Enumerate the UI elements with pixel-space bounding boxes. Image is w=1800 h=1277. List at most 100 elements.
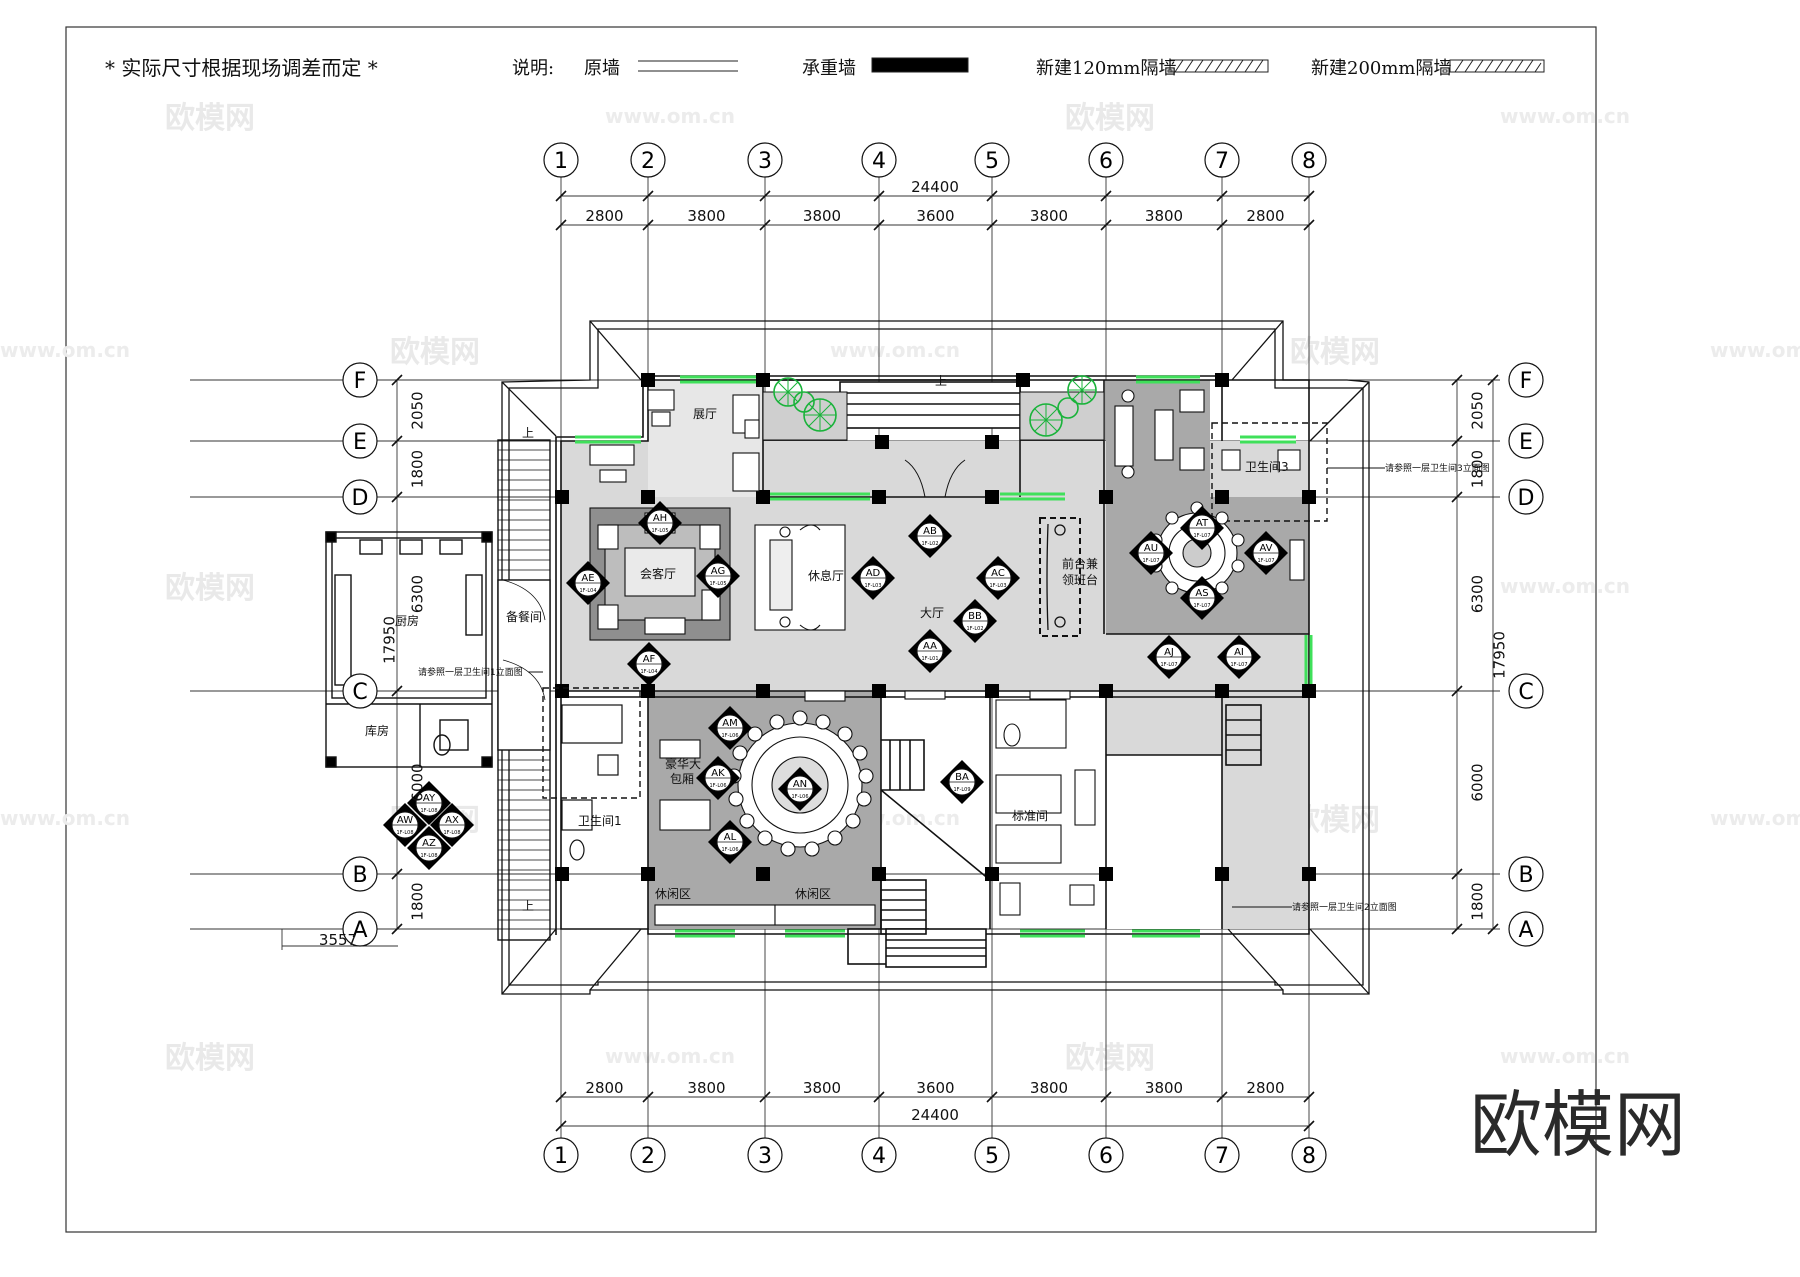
legend-swatch-original-wall	[638, 60, 738, 72]
marker-code: AJ	[1164, 647, 1174, 658]
marker-code: AS	[1195, 588, 1208, 599]
standard-room	[904, 690, 1096, 916]
watermark-logo: 欧模网	[1470, 1083, 1686, 1167]
grid-row-label: D	[352, 486, 369, 511]
dim-extra: 3557	[319, 931, 357, 949]
dim-span-top: 3600	[916, 207, 954, 225]
grid-row-label: E	[353, 430, 367, 455]
dimension-ticks	[391, 190, 1499, 1132]
marker-sheet: 1F-L05	[709, 581, 726, 587]
grid-col-label: 1	[554, 1144, 568, 1169]
elevation-marker-ae: AE 1F-L04	[566, 561, 610, 605]
room-reception: 会客厅	[640, 566, 676, 581]
grid-bubble-col: 2	[630, 142, 666, 178]
marker-sheet: 1F-L07	[1230, 662, 1247, 668]
legend-label-original-wall: 原墙	[584, 58, 620, 79]
watermark-url: www.om.cn	[605, 1044, 735, 1068]
grid-bubble-col: 8	[1291, 1137, 1327, 1173]
grid-bubble-col: 8	[1291, 142, 1327, 178]
grid-bubble-col: 7	[1204, 1137, 1240, 1173]
grid-bubble-col: 3	[747, 142, 783, 178]
grid-col-label: 4	[872, 1144, 886, 1169]
grid-col-label: 7	[1215, 149, 1229, 174]
room-exhibition: 展厅	[693, 407, 717, 421]
marker-sheet: 1F-L07	[1193, 533, 1210, 539]
planters	[762, 375, 1105, 441]
room-standard: 标准间	[1012, 809, 1048, 823]
grid-col-label: 3	[758, 149, 772, 174]
grid-col-label: 5	[985, 1144, 999, 1169]
exhibition-furniture	[589, 389, 760, 492]
watermark-url: www.om.cn	[1500, 574, 1630, 598]
room-hall: 大厅	[920, 606, 944, 620]
grid-col-label: 6	[1099, 1144, 1113, 1169]
room-pantry: 备餐间	[506, 609, 542, 624]
room-storage: 库房	[365, 723, 389, 738]
grid-row-label: A	[1518, 918, 1533, 943]
grid-bubble-row: F	[1508, 362, 1544, 398]
grid-col-label: 2	[641, 149, 655, 174]
marker-sheet: 1F-L02	[966, 626, 983, 632]
marker-code: AD	[866, 568, 881, 579]
grid-col-label: 4	[872, 149, 886, 174]
marker-code: AB	[923, 526, 937, 537]
left-annex	[325, 439, 551, 941]
watermark-url: www.om.cn	[830, 338, 960, 362]
marker-sheet: 1F-L01	[921, 656, 938, 662]
grid-bubble-row: F	[342, 362, 378, 398]
lounge-furniture	[754, 524, 846, 631]
grid-bubble-col: 1	[543, 142, 579, 178]
dim-span-bottom: 3800	[1145, 1079, 1183, 1097]
grid-col-label: 5	[985, 149, 999, 174]
marker-sheet: 1F-L04	[579, 588, 596, 594]
grid-row-label: F	[1520, 369, 1533, 394]
ref-boxes	[542, 422, 1328, 799]
elevation-marker-aa: AA 1F-L01	[908, 629, 952, 673]
marker-code: AY	[423, 793, 436, 804]
grid-row-label: F	[354, 369, 367, 394]
grid-bubble-col: 1	[543, 1137, 579, 1173]
elevation-marker-ai: AI 1F-L07	[1217, 635, 1261, 679]
dim-total-bottom: 24400	[911, 1106, 959, 1124]
room-vip: 豪华大	[665, 756, 701, 771]
note-wc3-ref: 请参照一层卫生间3立面图	[1385, 462, 1490, 474]
legend-swatch-200mm-partition	[1449, 59, 1545, 73]
marker-sheet: 1F-L06	[721, 733, 738, 739]
dim-span-top: 3800	[1030, 207, 1068, 225]
marker-code: AA	[923, 641, 937, 652]
room-wc3: 卫生间3	[1245, 460, 1289, 474]
marker-sheet: 1F-L04	[640, 669, 657, 675]
front-desk	[1039, 517, 1081, 637]
watermark-url: www.om.cn	[1500, 104, 1630, 128]
grid-bubble-col: 4	[861, 142, 897, 178]
dim-span-bottom: 3800	[803, 1079, 841, 1097]
grid-row-label: A	[352, 918, 367, 943]
marker-sheet: 1F-L06	[791, 794, 808, 800]
note-wc1-ref: 请参照一层卫生间1立面图	[418, 666, 523, 678]
room-leisure-b: 休闲区	[795, 887, 831, 901]
marker-code: AE	[581, 573, 594, 584]
grid-bubble-row: E	[342, 423, 378, 459]
watermark-url: www.om.cn	[605, 104, 735, 128]
window-openings	[575, 375, 1313, 938]
dim-span-bottom: 3600	[916, 1079, 954, 1097]
wc3-lounge-furniture	[1114, 389, 1301, 479]
marker-sheet: 1F-L06	[721, 847, 738, 853]
legend-swatches	[638, 57, 1545, 73]
dim-span-right: 6300	[1469, 575, 1487, 613]
stair-up-2: 上	[522, 426, 534, 440]
marker-code: AI	[1234, 647, 1244, 658]
grid-row-label: C	[1518, 680, 1533, 705]
marker-code: AV	[1259, 543, 1272, 554]
dim-span-right: 6000	[1469, 763, 1487, 801]
grid-row-label: B	[1518, 863, 1533, 888]
grid-row-label: C	[352, 680, 367, 705]
marker-code: AK	[711, 768, 725, 779]
